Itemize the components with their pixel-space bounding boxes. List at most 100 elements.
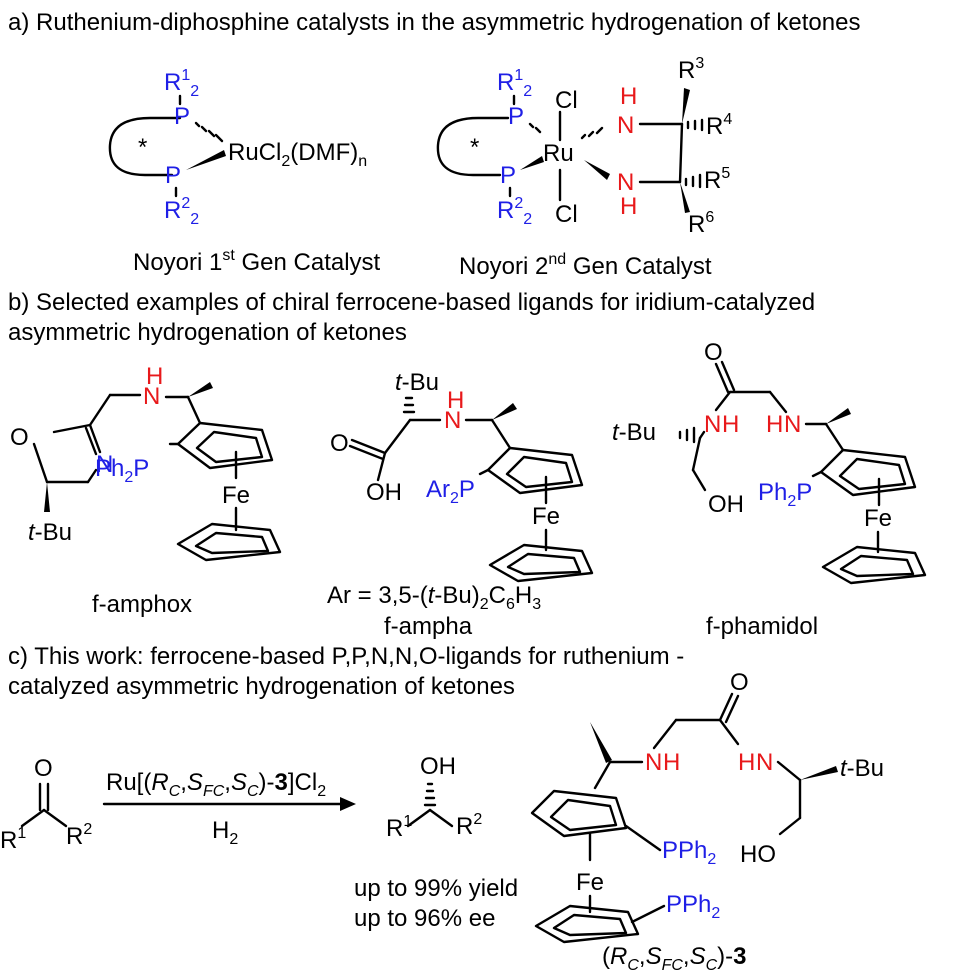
wedge-methyl: [826, 408, 851, 424]
r1-substituent: R12: [497, 67, 532, 100]
amine-h: H: [447, 387, 464, 414]
bond-n-ch2: [652, 718, 678, 750]
bond-ch-cp: [593, 760, 612, 790]
section-c-title-line2: catalyzed asymmetric hydrogenation of ke…: [8, 673, 515, 700]
diarylphosphino-label: Ar2P: [426, 476, 475, 507]
diphenylphosphino-top: PPh2: [662, 837, 716, 868]
bond-c-r2: [42, 808, 68, 828]
bond-c-ch2: [88, 393, 112, 427]
bond-c-o-double: [350, 438, 387, 455]
reagent-label: Ru[(RC,SFC,SC)-3]Cl2: [106, 769, 326, 800]
f-ampha-caption: f-ampha: [384, 613, 473, 640]
amide-n: N: [756, 749, 773, 776]
bond-ch-cp: [824, 422, 845, 452]
cp-ring-bottom: [176, 522, 282, 562]
backbone-arc: [436, 116, 510, 177]
amine-n: N: [444, 407, 461, 434]
ligand-3-structure: N H O H N t-Bu HO PPh2 Fe PPh2 (RC,SFC,S…: [530, 669, 884, 973]
section-a-title: a) Ruthenium-diphosphine catalysts in th…: [8, 9, 860, 36]
carbonyl-oxygen: O: [330, 430, 349, 457]
wedge-tbu: [44, 482, 50, 512]
amide-n: N: [704, 411, 721, 438]
cp-ring-top: [819, 448, 917, 507]
bond-ch2-nh: [768, 390, 788, 414]
amine-h: H: [766, 411, 783, 438]
oxazoline-nitrogen: N: [96, 451, 113, 478]
amine-n: N: [645, 749, 662, 776]
ketone-r1: R1: [0, 825, 26, 854]
hashed-bond-r4: [686, 118, 704, 132]
aryl-definition: Ar = 3,5-(t-Bu)2C6H3: [327, 582, 541, 613]
oxazoline-oxygen: O: [10, 424, 29, 451]
bond-c-r1: [20, 808, 46, 828]
amide-h: H: [722, 411, 739, 438]
hydroxyl-label: OH: [366, 479, 402, 506]
tbu-label: t-Bu: [612, 419, 656, 446]
bond-c-nh: [718, 718, 740, 746]
yield-text: up to 99% yield: [354, 875, 518, 902]
bond-c-o-double: [714, 362, 730, 394]
bond-c-o-double-2: [720, 360, 736, 392]
ketone-r2: R2: [66, 821, 92, 850]
wedge-bond-p-ru: [186, 150, 226, 170]
cp-ring-bottom: [488, 543, 594, 583]
amine-h: H: [663, 749, 680, 776]
iron-label: Fe: [532, 503, 560, 530]
bond-p-cp: [478, 468, 490, 476]
wedge-methyl: [492, 403, 517, 420]
f-phamidol-structure: O N H H N t-Bu OH Ph2P Fe: [612, 339, 927, 640]
section-c-title-line1: c) This work: ferrocene-based P,P,N,N,O-…: [8, 643, 684, 670]
catalyst-1-caption: Noyori 1st Gen Catalyst: [133, 247, 381, 276]
r5-substituent: R5: [704, 165, 730, 194]
ring-bond: [88, 423, 102, 454]
hashed-bond-oh: [423, 782, 437, 807]
hashed-bond-tbu: [678, 426, 696, 444]
bond-c-o-double: [718, 692, 734, 722]
chiral-star: *: [470, 134, 479, 161]
r2-substituent: R22: [164, 195, 199, 228]
alcohol-oh: OH: [420, 753, 456, 780]
section-b-title-line1: b) Selected examples of chiral ferrocene…: [8, 289, 815, 316]
amine-h-bottom: H: [620, 193, 637, 220]
wedge-bond-p-ru: [520, 156, 544, 170]
hashed-bond-ru-n: [580, 126, 604, 140]
bond-cp-p: [624, 824, 662, 852]
hashed-bond-p-ru: [528, 122, 542, 134]
bond-cp-p-bottom: [630, 904, 666, 924]
amine-n-bottom: N: [617, 169, 634, 196]
phosphorus-top: P: [508, 103, 524, 130]
bond-ch2-oh: [778, 816, 802, 836]
r3-substituent: R3: [678, 55, 704, 84]
bond-c-n: [698, 430, 706, 440]
hydrogen-condition: H2: [212, 817, 238, 848]
hydroxyl-label: OH: [708, 491, 744, 518]
chloride-top: Cl: [555, 87, 578, 114]
bond-c-cooh: [383, 418, 412, 455]
hashed-bond-r5: [684, 173, 702, 189]
amide-h: H: [738, 749, 755, 776]
phosphorus-bottom: P: [165, 162, 181, 189]
bond-c-nh: [714, 390, 732, 412]
amide-oxygen: O: [730, 669, 749, 696]
tbu-label: t-Bu: [840, 755, 884, 782]
r1-substituent: R12: [164, 67, 199, 100]
iron-label: Fe: [864, 505, 892, 532]
amide-oxygen: O: [704, 339, 723, 366]
bond-c-r2: [428, 808, 454, 828]
cp-ring-top: [486, 446, 584, 505]
f-amphox-caption: f-amphox: [92, 591, 192, 618]
diphenylphosphino-label: Ph2P: [758, 479, 812, 510]
wedge-bond-r3: [682, 88, 690, 124]
phosphorus-top: P: [174, 103, 190, 130]
diphenylphosphino-bottom: PPh2: [666, 891, 720, 922]
ring-bond: [32, 442, 49, 484]
noyori-second-gen-catalyst: P P * R12 R22 Ru Cl Cl H N N H: [436, 55, 732, 280]
f-phamidol-caption: f-phamidol: [706, 613, 818, 640]
alcohol-r1: R1: [386, 813, 412, 842]
catalyst-2-caption: Noyori 2nd Gen Catalyst: [459, 251, 712, 280]
r6-substituent: R6: [688, 209, 714, 238]
amine-n-top: N: [617, 112, 634, 139]
hashed-bond-tbu: [402, 396, 416, 414]
tbu-label: t-Bu: [28, 519, 72, 546]
